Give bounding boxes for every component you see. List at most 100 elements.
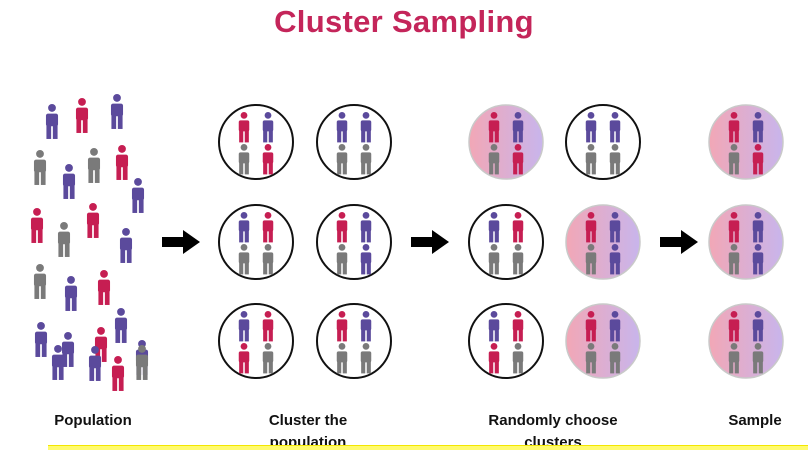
highlight-line [48, 445, 808, 446]
person-icon [512, 212, 524, 243]
person-icon [728, 244, 740, 275]
person-icon [609, 244, 621, 275]
cluster-circle [468, 303, 544, 379]
person-icon [512, 244, 524, 275]
person-icon [360, 343, 372, 374]
person-icon [336, 311, 348, 342]
person-icon [262, 212, 274, 243]
person-icon [61, 332, 75, 367]
cluster-circle [218, 303, 294, 379]
person-icon [86, 203, 100, 238]
person-icon [57, 222, 71, 257]
person-icon [752, 144, 764, 175]
person-icon [262, 112, 274, 143]
choose-cluster [468, 104, 544, 180]
cluster-cluster [218, 104, 294, 180]
person-icon [360, 212, 372, 243]
person-icon [238, 244, 250, 275]
person-icon [488, 343, 500, 374]
selected-cluster-circle [468, 104, 544, 180]
person-icon [609, 212, 621, 243]
cluster-circle [316, 303, 392, 379]
sample-cluster [708, 303, 784, 379]
person-icon [110, 94, 124, 129]
person-icon [262, 343, 274, 374]
person-icon [360, 311, 372, 342]
arrow-right-icon [411, 230, 449, 254]
person-icon [34, 322, 48, 357]
person-icon [585, 212, 597, 243]
person-icon [238, 144, 250, 175]
person-icon [585, 311, 597, 342]
person-icon [64, 276, 78, 311]
person-icon [728, 144, 740, 175]
person-icon [585, 144, 597, 175]
cluster-circle [218, 204, 294, 280]
person-icon [360, 112, 372, 143]
person-icon [51, 345, 65, 380]
person-icon [135, 345, 149, 380]
cluster-circle [316, 104, 392, 180]
person-icon [360, 244, 372, 275]
arrow-right-icon [660, 230, 698, 254]
person-icon [33, 264, 47, 299]
person-icon [752, 311, 764, 342]
label-cluster-the-population: Cluster the population [228, 410, 388, 446]
person-icon [111, 356, 125, 391]
selected-cluster-circle [708, 204, 784, 280]
person-icon [336, 144, 348, 175]
person-icon [336, 112, 348, 143]
arrows-layer [162, 230, 698, 254]
choose-cluster [565, 204, 641, 280]
person-icon [45, 104, 59, 139]
person-icon [609, 112, 621, 143]
clusters-layer [218, 104, 784, 379]
person-icon [609, 311, 621, 342]
person-icon [75, 98, 89, 133]
choose-cluster [565, 104, 641, 180]
person-icon [609, 144, 621, 175]
label-choose-line-2: clusters [524, 434, 582, 446]
person-icon [88, 346, 102, 381]
label-sample: Sample [705, 410, 805, 432]
person-icon [585, 112, 597, 143]
person-icon [360, 144, 372, 175]
person-icon [752, 112, 764, 143]
label-cluster-line-1: Cluster the [268, 412, 348, 429]
person-icon [488, 212, 500, 243]
person-icon [97, 270, 111, 305]
choose-cluster [468, 204, 544, 280]
person-icon [752, 212, 764, 243]
person-icon [512, 343, 524, 374]
label-cluster-line-2: population [269, 434, 347, 446]
person-icon [488, 112, 500, 143]
selected-cluster-circle [565, 204, 641, 280]
cluster-cluster [218, 303, 294, 379]
label-population-line-1: Population [54, 412, 132, 429]
highlight-band [48, 446, 808, 450]
population-group [30, 94, 149, 391]
person-icon [262, 144, 274, 175]
person-icon [336, 343, 348, 374]
person-icon [30, 208, 44, 243]
person-icon [87, 148, 101, 183]
person-icon [609, 343, 621, 374]
arrow-right-icon [162, 230, 200, 254]
selected-cluster-circle [565, 303, 641, 379]
choose-cluster [565, 303, 641, 379]
cluster-cluster [218, 204, 294, 280]
cluster-cluster [316, 104, 392, 180]
diagram-title: Cluster Sampling [274, 4, 534, 39]
person-icon [585, 343, 597, 374]
person-icon [238, 112, 250, 143]
person-icon [336, 212, 348, 243]
choose-cluster [468, 303, 544, 379]
person-icon [238, 311, 250, 342]
person-icon [752, 244, 764, 275]
person-icon [262, 311, 274, 342]
person-icon [585, 244, 597, 275]
person-icon [62, 164, 76, 199]
person-icon [119, 228, 133, 263]
person-icon [728, 311, 740, 342]
selected-cluster-circle [708, 303, 784, 379]
